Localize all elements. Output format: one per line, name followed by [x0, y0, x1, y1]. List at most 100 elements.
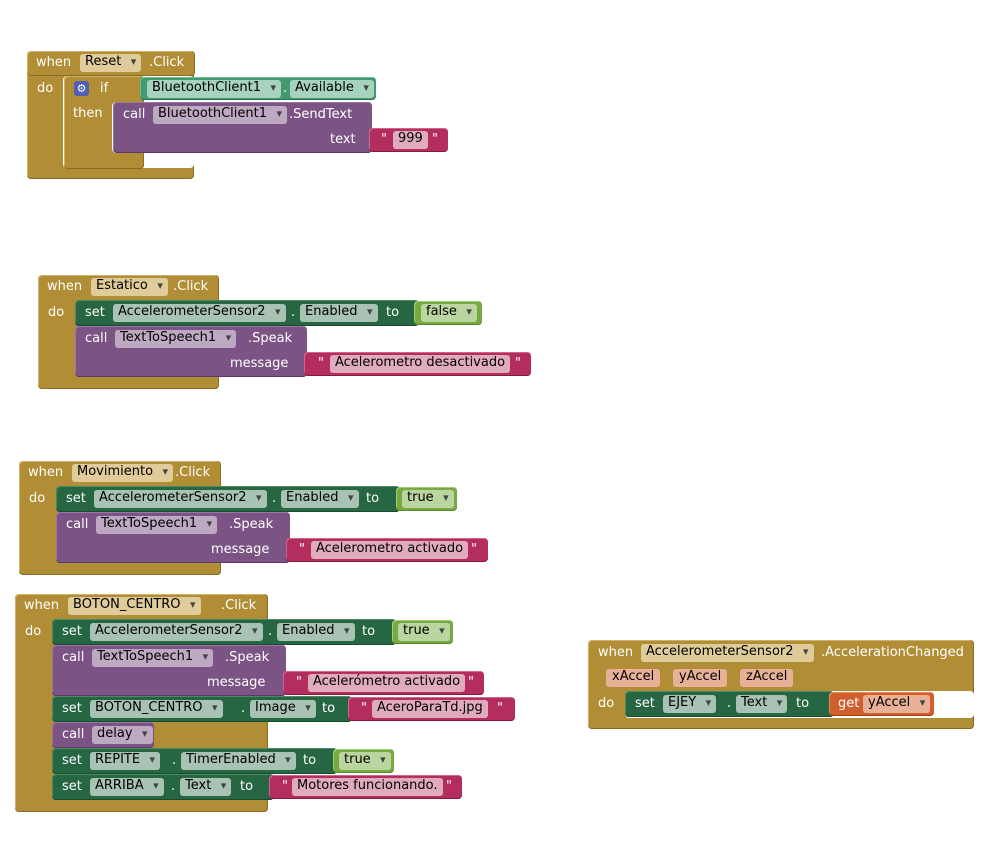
set-property-dropdown[interactable]: Enabled — [277, 623, 355, 641]
kw-to: to — [796, 696, 810, 711]
event-component-dropdown[interactable]: Estatico — [91, 278, 168, 296]
arg-label-text: text — [330, 132, 356, 147]
kw-call: call — [123, 107, 146, 122]
string-value[interactable]: Acelerometro desactivado — [330, 355, 511, 373]
getter-property-dropdown[interactable]: Available — [290, 80, 374, 98]
boolean-dropdown[interactable]: false — [421, 304, 477, 322]
quote-close: " — [515, 356, 521, 371]
set-component-dropdown[interactable]: REPITE — [90, 752, 161, 770]
kw-call: call — [62, 727, 85, 742]
kw-call: call — [66, 517, 89, 532]
set-property-dropdown[interactable]: Enabled — [281, 490, 359, 508]
set-component-dropdown[interactable]: ARRIBA — [90, 778, 164, 796]
string-value[interactable]: 999 — [393, 131, 428, 149]
quote-open: " — [361, 701, 367, 716]
quote-open: " — [299, 542, 305, 557]
call-component-dropdown[interactable]: TextToSpeech1 — [115, 330, 237, 348]
quote-open: " — [318, 356, 324, 371]
event-component-dropdown[interactable]: BOTON_CENTRO — [68, 597, 201, 615]
event-parameter-xaccel[interactable]: xAccel — [606, 669, 661, 687]
kw-get: get — [838, 696, 860, 711]
dot-separator: . — [283, 81, 288, 96]
set-component-dropdown[interactable]: AccelerometerSensor2 — [113, 304, 286, 322]
procedure-dropdown[interactable]: delay — [92, 726, 153, 744]
kw-to: to — [240, 779, 254, 794]
call-component-dropdown[interactable]: TextToSpeech1 — [96, 516, 218, 534]
kw-set: set — [62, 624, 82, 639]
string-value[interactable]: Acelerómetro activado — [308, 674, 466, 692]
kw-do: do — [598, 696, 615, 711]
kw-do: do — [48, 305, 65, 320]
event-parameter-zaccel[interactable]: zAccel — [740, 669, 794, 687]
event-name: .Click — [173, 279, 209, 294]
event-name: .Click — [149, 55, 185, 70]
variable-dropdown[interactable]: yAccel — [863, 695, 931, 713]
method-name: .Speak — [225, 650, 270, 665]
set-component-dropdown[interactable]: BOTON_CENTRO — [90, 700, 223, 718]
kw-when: when — [598, 645, 634, 660]
method-name: .SendText — [289, 107, 353, 122]
set-property-dropdown[interactable]: Image — [250, 700, 316, 718]
kw-do: do — [29, 491, 46, 506]
dot-separator: . — [171, 779, 176, 794]
kw-set: set — [62, 753, 82, 768]
dot-separator: . — [268, 624, 273, 639]
method-name: .Speak — [248, 331, 293, 346]
string-value[interactable]: AceroParaTd.jpg — [372, 700, 488, 718]
event-component-dropdown[interactable]: AccelerometerSensor2 — [641, 644, 814, 662]
quote-open: " — [296, 675, 302, 690]
kw-to: to — [386, 305, 400, 320]
kw-to: to — [362, 624, 376, 639]
kw-when: when — [28, 465, 64, 480]
event-name: .Click — [175, 465, 211, 480]
method-name: .Speak — [229, 517, 274, 532]
set-property-dropdown[interactable]: Text — [736, 695, 788, 713]
string-value[interactable]: Acelerometro activado — [311, 541, 469, 559]
kw-set: set — [85, 305, 105, 320]
kw-set: set — [66, 491, 86, 506]
event-component-dropdown[interactable]: Movimiento — [72, 464, 174, 482]
arg-label-message: message — [211, 542, 270, 557]
set-property-dropdown[interactable]: Enabled — [300, 304, 378, 322]
getter-component-dropdown[interactable]: BluetoothClient1 — [147, 80, 282, 98]
arg-label-message: message — [230, 356, 289, 371]
dot-separator: . — [172, 753, 177, 768]
gear-icon[interactable]: ⚙ — [74, 81, 89, 96]
quote-open: " — [282, 779, 288, 794]
kw-to: to — [366, 491, 380, 506]
kw-do: do — [37, 81, 54, 96]
quote-open: " — [381, 132, 387, 147]
kw-when: when — [47, 279, 83, 294]
boolean-dropdown[interactable]: true — [339, 752, 391, 770]
set-property-dropdown[interactable]: TimerEnabled — [181, 752, 296, 770]
quote-close: " — [446, 779, 452, 794]
kw-call: call — [62, 650, 85, 665]
event-parameter-yaccel[interactable]: yAccel — [673, 669, 728, 687]
dot-separator: . — [272, 491, 277, 506]
quote-close: " — [468, 675, 474, 690]
set-component-dropdown[interactable]: AccelerometerSensor2 — [90, 623, 263, 641]
kw-if: if — [100, 81, 109, 96]
call-component-dropdown[interactable]: TextToSpeech1 — [92, 649, 214, 667]
kw-set: set — [62, 779, 82, 794]
dot-separator: . — [241, 701, 246, 716]
call-component-dropdown[interactable]: BluetoothClient1 — [153, 106, 288, 124]
event-name: .AccelerationChanged — [821, 645, 964, 660]
quote-close: " — [471, 542, 477, 557]
boolean-dropdown[interactable]: true — [402, 490, 454, 508]
dot-separator: . — [291, 305, 296, 320]
kw-then: then — [73, 106, 103, 121]
kw-when: when — [24, 598, 60, 613]
set-component-dropdown[interactable]: AccelerometerSensor2 — [94, 490, 267, 508]
kw-call: call — [85, 331, 108, 346]
kw-to: to — [303, 753, 317, 768]
set-component-dropdown[interactable]: EJEY — [663, 695, 717, 713]
kw-when: when — [36, 55, 72, 70]
event-name: .Click — [221, 598, 257, 613]
quote-close: " — [432, 132, 438, 147]
event-component-dropdown[interactable]: Reset — [80, 54, 142, 72]
string-value[interactable]: Motores funcionando. — [292, 778, 443, 796]
set-property-dropdown[interactable]: Text — [180, 778, 232, 796]
quote-close: " — [497, 701, 503, 716]
boolean-dropdown[interactable]: true — [398, 623, 450, 641]
